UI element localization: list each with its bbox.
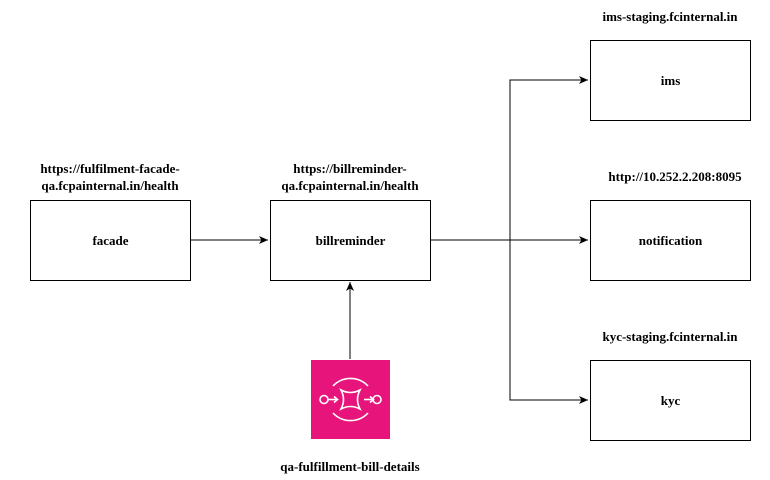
ims-node[interactable]: ims	[590, 40, 751, 121]
facade-url-label: https://fulfilment-facade- qa.fcpaintern…	[20, 160, 200, 194]
sqs-queue-icon[interactable]	[311, 360, 390, 439]
edge-billreminder-ims	[430, 76, 588, 241]
notification-node[interactable]: notification	[590, 200, 751, 281]
billreminder-url-line2: qa.fcpainternal.in/health	[281, 178, 419, 193]
queue-label: qa-fulfillment-bill-details	[280, 459, 420, 474]
ims-url-label: ims-staging.fcinternal.in	[602, 9, 738, 24]
billreminder-node-label: billreminder	[315, 232, 386, 248]
facade-node[interactable]: facade	[30, 200, 191, 281]
notification-node-label: notification	[638, 232, 703, 248]
kyc-url-label: kyc-staging.fcinternal.in	[602, 329, 738, 344]
facade-url-line1: https://fulfilment-facade-	[40, 161, 180, 176]
ims-node-label: ims	[660, 72, 681, 88]
billreminder-url-line1: https://billreminder-	[293, 161, 407, 176]
billreminder-url-label: https://billreminder- qa.fcpainternal.in…	[260, 160, 440, 194]
kyc-node[interactable]: kyc	[590, 360, 751, 441]
facade-url-line2: qa.fcpainternal.in/health	[41, 178, 179, 193]
kyc-node-label: kyc	[660, 392, 681, 408]
billreminder-node[interactable]: billreminder	[270, 200, 431, 281]
sqs-queue-glyph	[319, 377, 382, 422]
edge-billreminder-kyc	[430, 239, 588, 404]
notification-url-label: http://10.252.2.208:8095	[608, 169, 742, 184]
facade-node-label: facade	[92, 232, 129, 248]
